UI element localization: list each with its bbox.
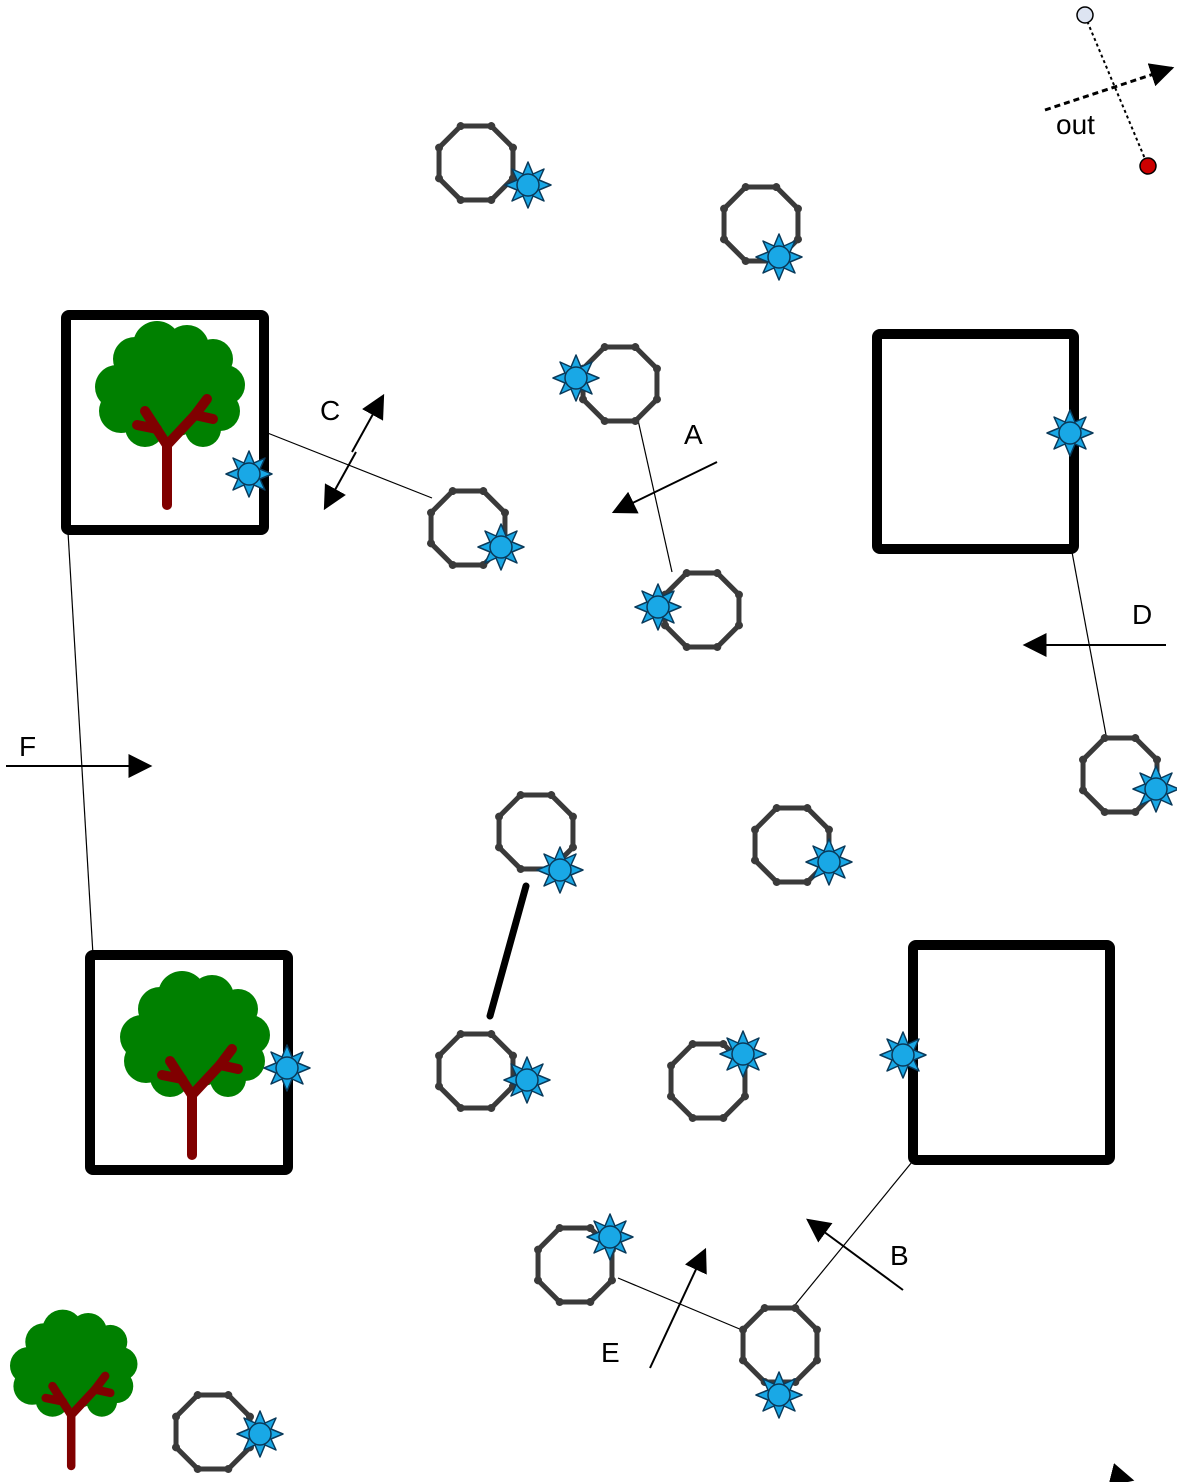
star-marker (263, 1044, 311, 1092)
label-a: A (684, 419, 703, 450)
direction-arrows (6, 393, 1166, 1482)
ring-node (704, 167, 819, 282)
star-marker (719, 1030, 767, 1078)
label-d: D (1132, 599, 1152, 630)
ring-node (411, 471, 526, 586)
tree-icon (95, 321, 245, 505)
arrow-corner (1108, 1463, 1135, 1482)
star-marker (755, 233, 803, 281)
arrow-a (611, 461, 718, 514)
square-top-right (872, 329, 1079, 554)
star-marker (236, 1410, 284, 1458)
square-tree-top-left (61, 310, 269, 535)
arrow-c-down (323, 451, 357, 511)
thick-bar (486, 882, 530, 1020)
star-marker (634, 583, 682, 631)
arrow-b (806, 1218, 904, 1291)
square-tree-bottom-left (85, 950, 293, 1175)
legend-dotted-link (1084, 15, 1149, 167)
star-marker (477, 523, 525, 571)
legend-dot-bottom (1139, 157, 1157, 175)
stars (225, 161, 1177, 1458)
star-marker (879, 1031, 927, 1079)
legend-out-label: out (1056, 109, 1095, 140)
arrow-e (649, 1247, 707, 1369)
legend-dot-top (1076, 6, 1094, 24)
tree-icon (10, 1310, 138, 1466)
tree-icon (120, 971, 270, 1155)
rings (156, 106, 1177, 1482)
label-b: B (890, 1240, 909, 1271)
link-square-bottom-right-to-ring (794, 1161, 913, 1306)
star-marker (1046, 409, 1094, 457)
star-marker (552, 354, 600, 402)
star-marker (1132, 765, 1177, 813)
star-marker (225, 450, 273, 498)
ring-node (651, 1024, 766, 1139)
link-square-top-right-to-ring (1071, 551, 1107, 736)
star-marker (805, 838, 853, 886)
label-c: C (320, 395, 340, 426)
star-marker (586, 1213, 634, 1261)
link-tree-box-top-to-tree-box-bottom (67, 531, 94, 956)
legend: out (1044, 6, 1175, 175)
star-marker (503, 1056, 551, 1104)
ring-node (419, 106, 534, 221)
link-ring-pair-a (637, 419, 673, 573)
square-bottom-right (908, 940, 1115, 1165)
star-marker (536, 846, 584, 894)
connections (67, 419, 1107, 1331)
legend-out-arrow (1044, 63, 1175, 112)
star-marker (755, 1371, 803, 1419)
arrow-c-up (351, 393, 385, 453)
label-f: F (19, 731, 36, 762)
star-marker (504, 161, 552, 209)
box-frame (61, 310, 269, 535)
label-e: E (601, 1337, 620, 1368)
